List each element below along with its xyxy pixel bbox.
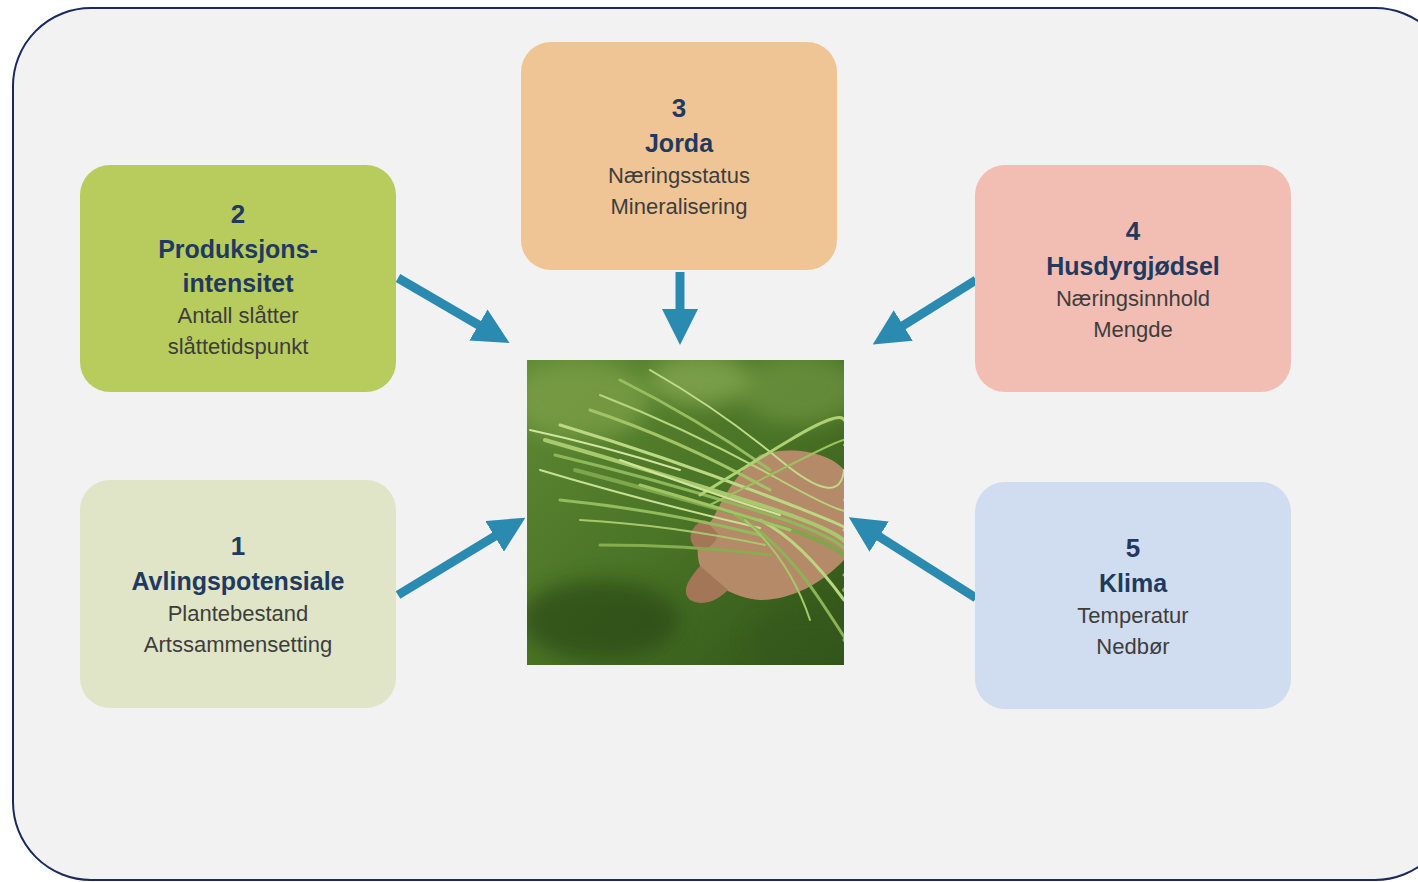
arrow — [676, 272, 685, 327]
box-item: Mengde — [1093, 314, 1173, 345]
box-item: Temperatur — [1077, 600, 1188, 631]
box-item: Nedbør — [1096, 631, 1169, 662]
box-item: Artssammensetting — [144, 629, 332, 660]
box-item: Næringsinnhold — [1056, 283, 1210, 314]
callout-number: 2 — [231, 196, 245, 232]
box-heading: Jorda — [645, 126, 713, 160]
factor-box: 1AvlingspotensialePlantebestandArtssamme… — [80, 480, 396, 708]
grass-photo — [527, 360, 844, 665]
arrow — [864, 527, 976, 598]
callout-number: 1 — [231, 528, 245, 564]
factor-box: 4HusdyrgjødselNæringsinnholdMengde — [975, 165, 1291, 392]
box-heading: Klima — [1099, 566, 1167, 600]
box-heading: Husdyrgjødsel — [1046, 249, 1220, 283]
arrow — [398, 527, 510, 595]
box-item: Næringsstatus — [608, 160, 750, 191]
factor-box: 2Produksjons- intensitetAntall slåttersl… — [80, 165, 396, 392]
box-item: slåttetidspunkt — [168, 331, 309, 362]
box-heading: Avlingspotensiale — [131, 564, 344, 598]
box-item: Mineralisering — [611, 191, 748, 222]
factor-box: 5KlimaTemperaturNedbør — [975, 482, 1291, 709]
callout-number: 4 — [1126, 213, 1140, 249]
factor-box: 3JordaNæringsstatusMineralisering — [521, 42, 837, 270]
influence-arrows — [398, 272, 976, 598]
arrow — [398, 278, 494, 334]
callout-number: 3 — [672, 90, 686, 126]
arrow — [888, 280, 976, 335]
callout-number: 5 — [1126, 530, 1140, 566]
frame — [13, 8, 1418, 880]
box-heading: Produksjons- intensitet — [138, 232, 338, 300]
box-item: Plantebestand — [168, 598, 309, 629]
box-item: Antall slåtter — [177, 300, 298, 331]
